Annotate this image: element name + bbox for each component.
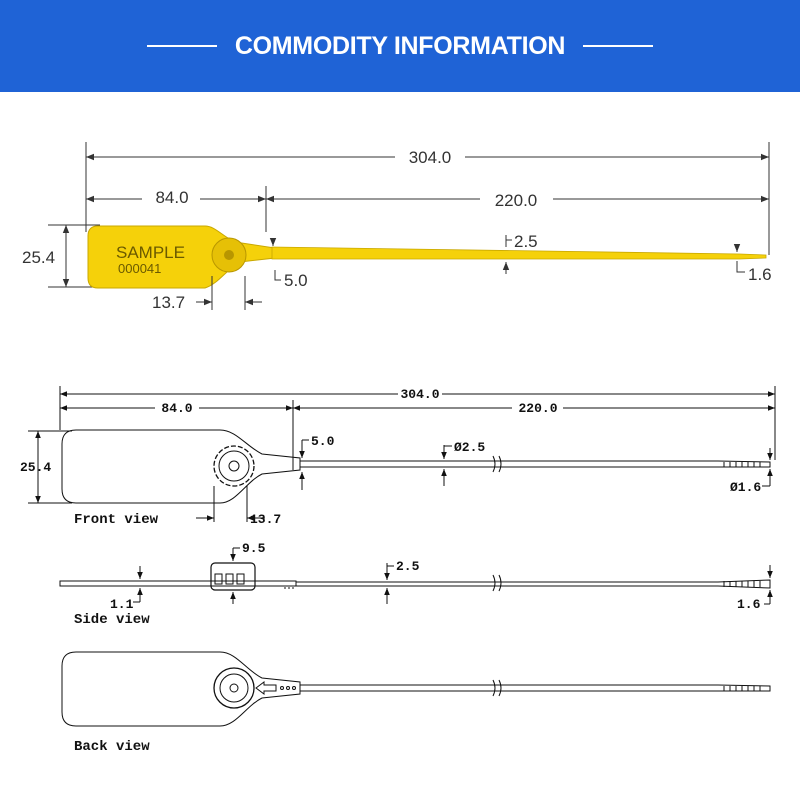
front-tag-outline: [61, 429, 301, 504]
serial-number: 000041: [118, 261, 161, 276]
back-strap-teeth: [723, 686, 761, 691]
back-view: Back view: [61, 651, 771, 755]
break-mark: [492, 679, 502, 697]
side-view-caption: Side view: [74, 612, 150, 628]
front-dim-tag: 84.0: [161, 401, 192, 416]
banner-right-rule: [583, 45, 654, 47]
side-lock-block: [210, 562, 256, 591]
back-lock-inner: [219, 673, 249, 703]
dot-mark: [292, 686, 296, 690]
product-photo: 304.0 84.0 220.0 25.4 SAMPLE 000041 2.5 …: [22, 142, 772, 312]
side-dim-tipdia: 1.6: [737, 597, 761, 612]
yellow-strap: [271, 246, 767, 260]
front-dim-lockoffset: 5.0: [311, 434, 335, 449]
dim-total-label: 304.0: [409, 148, 452, 167]
side-view: 9.5 2.5 1.1 1.6 Side view: [59, 541, 773, 628]
front-dim-strap: 220.0: [518, 401, 557, 416]
dim-height-label: 25.4: [22, 248, 55, 267]
dim-strapdia-label: 2.5: [514, 232, 538, 251]
dim-tag-label: 84.0: [155, 188, 188, 207]
back-strap-tip: [717, 684, 771, 692]
back-lock-outer: [213, 667, 255, 709]
back-lock-hole: [229, 683, 239, 693]
lock-ring: [218, 450, 250, 482]
banner-title: COMMODITY INFORMATION: [234, 31, 566, 60]
front-dim-tipdia: Ø1.6: [730, 480, 761, 495]
dim-lockwidth-label: 13.7: [152, 293, 185, 312]
leader: [274, 270, 281, 281]
front-view: 304.0 84.0 220.0 25.4: [20, 386, 776, 528]
leader: [736, 261, 745, 273]
front-dim-lockwidth: 13.7: [250, 512, 281, 527]
side-strap-tip: [717, 579, 771, 589]
side-dim-strapdia: 2.5: [396, 559, 420, 574]
back-view-caption: Back view: [74, 739, 150, 755]
arrow-icon: [255, 681, 277, 695]
front-strap-tip: [717, 460, 771, 468]
banner-left-rule: [146, 45, 217, 47]
front-dim-height: 25.4: [20, 460, 51, 475]
header-banner: COMMODITY INFORMATION: [0, 0, 800, 92]
lock-hole: [228, 460, 240, 472]
dot-mark: [286, 686, 290, 690]
side-dim-thickness: 1.1: [110, 597, 134, 612]
lock-hole: [224, 250, 234, 260]
front-dim-total: 304.0: [400, 387, 439, 402]
front-strap-teeth: [723, 462, 761, 467]
side-strap-teeth: [723, 581, 761, 587]
lock-gear: [213, 445, 255, 487]
break-mark: [492, 574, 502, 592]
dim-strap-label: 220.0: [495, 191, 538, 210]
dot-mark: [280, 686, 284, 690]
back-tag-outline: [61, 651, 301, 727]
front-view-caption: Front view: [74, 512, 159, 528]
dim-lockoffset-label: 5.0: [284, 271, 308, 290]
sample-label: SAMPLE: [116, 243, 185, 262]
side-lock-slots: [214, 573, 245, 585]
side-tag-profile: [59, 580, 297, 587]
side-dim-lockheight: 9.5: [242, 541, 266, 556]
break-mark: [492, 455, 502, 473]
technical-drawing: 304.0 84.0 220.0 25.4 SAMPLE 000041 2.5 …: [20, 142, 776, 755]
front-dim-strapdia: Ø2.5: [454, 440, 485, 455]
dim-tipdia-label: 1.6: [748, 265, 772, 284]
